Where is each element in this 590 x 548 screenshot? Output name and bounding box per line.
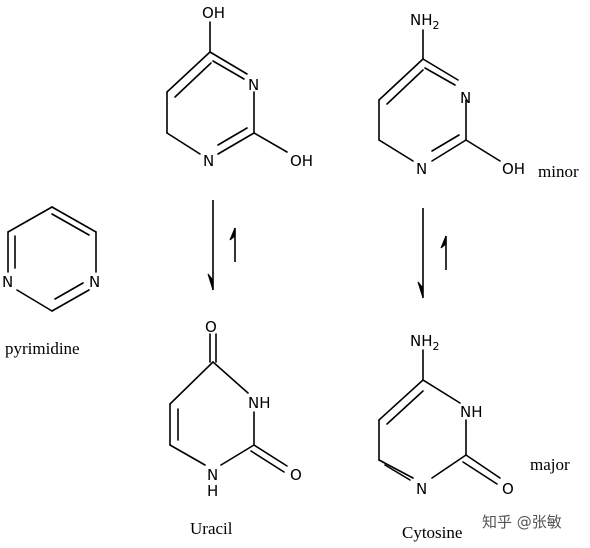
uracil-enol-oh4: OH	[202, 4, 225, 22]
cytosine-enol-structure: NH2 N N OH	[378, 11, 525, 178]
uracil-enol-structure: OH N N OH	[166, 4, 313, 170]
watermark: 知乎 @张敏	[482, 513, 562, 531]
uracil-keto-o2: O	[290, 466, 302, 484]
uracil-keto-h1: H	[207, 482, 218, 500]
pyrimidine-structure: N N	[2, 206, 100, 312]
cytosine-enol-nh2: NH2	[410, 11, 440, 32]
uracil-keto-nh3: NH	[248, 394, 271, 412]
pyrimidine-n3: N	[89, 273, 100, 291]
uracil-keto-n1: N	[207, 466, 218, 484]
cytosine-label: Cytosine	[402, 523, 462, 542]
cytosine-keto-structure: NH2 NH N O	[378, 332, 514, 498]
cytosine-enol-n3: N	[460, 89, 471, 107]
pyrimidine-n1: N	[2, 273, 13, 291]
uracil-enol-oh2: OH	[290, 152, 313, 170]
cytosine-keto-o2: O	[502, 480, 514, 498]
pyrimidine-label: pyrimidine	[5, 339, 80, 358]
cytosine-equilibrium-arrows	[417, 208, 447, 299]
uracil-keto-o4: O	[205, 318, 217, 336]
cytosine-enol-n1: N	[416, 160, 427, 178]
uracil-keto-structure: O NH N H O	[169, 318, 302, 500]
uracil-enol-n3: N	[248, 76, 259, 94]
cytosine-keto-nh3: NH	[460, 403, 483, 421]
uracil-enol-n1: N	[203, 152, 214, 170]
minor-label: minor	[538, 162, 579, 181]
uracil-label: Uracil	[190, 519, 233, 538]
cytosine-enol-oh: OH	[502, 160, 525, 178]
major-label: major	[530, 455, 570, 474]
cytosine-keto-nh2: NH2	[410, 332, 440, 353]
cytosine-keto-n1: N	[416, 480, 427, 498]
uracil-equilibrium-arrows	[207, 200, 236, 291]
